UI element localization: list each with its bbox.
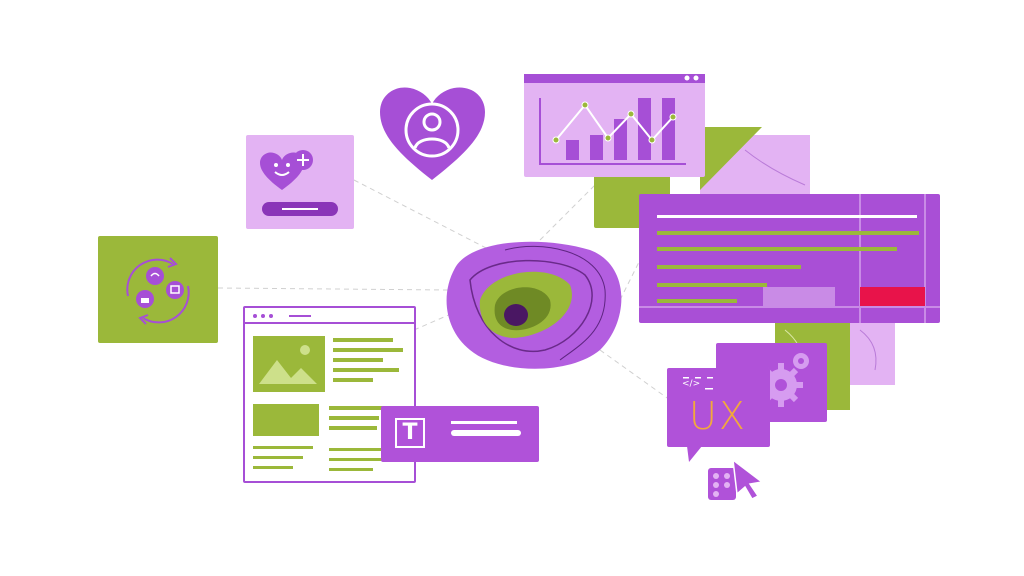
ux-speech-card: </> UX — [667, 368, 770, 462]
speech-tail-icon — [683, 377, 713, 462]
cycle-arrows-icon — [126, 257, 190, 325]
text-line — [451, 421, 517, 424]
wireframe-content — [245, 314, 414, 471]
text-tool-card: T — [381, 406, 539, 462]
table-content — [639, 194, 940, 323]
ux-label: UX — [689, 394, 747, 438]
bar-line-chart-icon — [524, 74, 705, 165]
text-line — [451, 430, 521, 436]
workflow-cycle-card — [98, 236, 218, 343]
code-tag: </> — [682, 379, 701, 389]
smiley-heart-plus-icon — [260, 150, 338, 216]
data-table-panel — [639, 194, 940, 323]
highlight-cell — [860, 287, 925, 306]
text-tool-glyph: T — [395, 418, 425, 448]
reaction-card — [246, 135, 354, 229]
analytics-chart-window — [524, 74, 705, 177]
